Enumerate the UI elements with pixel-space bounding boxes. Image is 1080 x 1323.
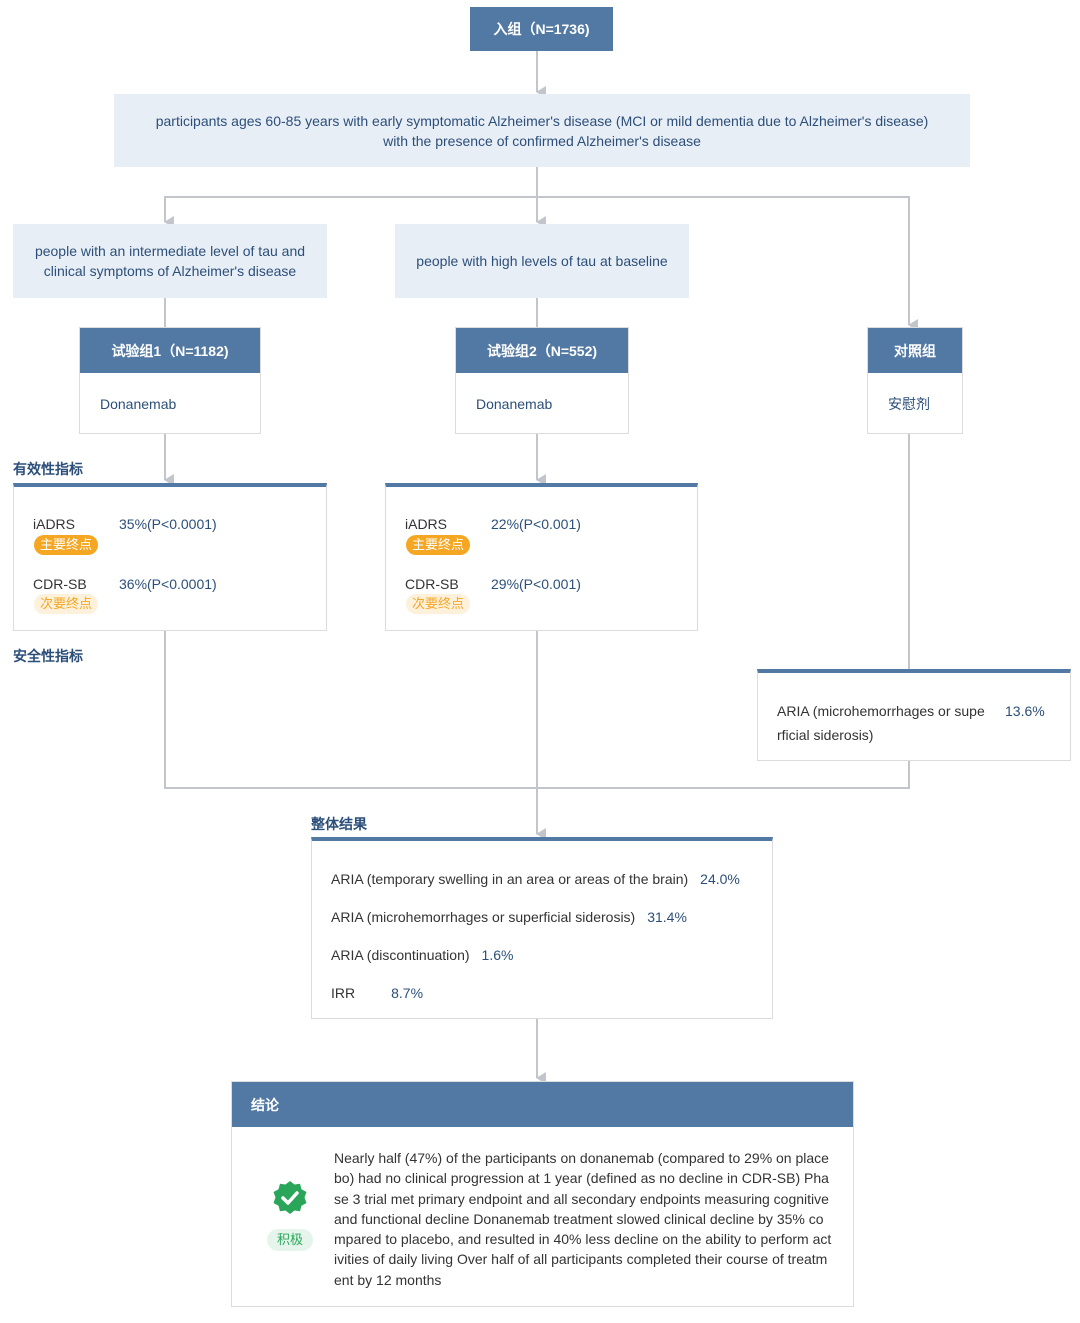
control-safety-value: 13.6% xyxy=(1005,703,1045,719)
overall-item: ARIA (temporary swelling in an area or a… xyxy=(331,871,740,887)
control-safety-line-1: ARIA (microhemorrhages or supe xyxy=(777,703,985,719)
efficacy-panel-1: iADRS 35%(P<0.0001) 主要终点 CDR-SB 36%(P<0.… xyxy=(13,483,327,631)
overall-item: ARIA (microhemorrhages or superficial si… xyxy=(331,909,687,925)
metric-value: 22%(P<0.001) xyxy=(491,516,581,532)
group-control-intervention: 安慰剂 xyxy=(888,396,930,412)
group-2-title: 试验组2（N=552) xyxy=(456,328,628,373)
subpopulation-1-line-1: people with an intermediate level of tau… xyxy=(34,243,306,259)
conclusion-card: 结论 积极 Nearly half (47%) of the participa… xyxy=(231,1081,854,1307)
group-2-intervention: Donanemab xyxy=(476,396,553,412)
group-control-title: 对照组 xyxy=(868,328,962,373)
metric-name: CDR-SB xyxy=(405,576,459,592)
overall-item-label: ARIA (temporary swelling in an area or a… xyxy=(331,871,689,887)
efficacy-label: 有效性指标 xyxy=(13,461,83,477)
conclusion-text: Nearly half (47%) of the participants on… xyxy=(334,1150,832,1288)
positive-check-icon xyxy=(273,1181,307,1214)
metric-value: 36%(P<0.0001) xyxy=(119,576,217,592)
safety-label: 安全性指标 xyxy=(13,648,83,664)
subpopulation-1-box: people with an intermediate level of tau… xyxy=(13,224,327,298)
group-1-title: 试验组1（N=1182) xyxy=(80,328,260,373)
metric-value: 29%(P<0.001) xyxy=(491,576,581,592)
overall-item: ARIA (discontinuation) 1.6% xyxy=(331,947,513,963)
primary-endpoint-badge: 主要终点 xyxy=(406,535,471,555)
overall-panel: ARIA (temporary swelling in an area or a… xyxy=(311,837,773,1019)
secondary-endpoint-badge: 次要终点 xyxy=(34,594,99,614)
overall-item-label: ARIA (discontinuation) xyxy=(331,947,470,963)
subpopulation-1-line-2: clinical symptoms of Alzheimer's disease xyxy=(43,263,297,279)
subpopulation-2-line-1: people with high levels of tau at baseli… xyxy=(416,253,668,269)
subpopulation-2-box: people with high levels of tau at baseli… xyxy=(395,224,689,298)
control-safety-panel: ARIA (microhemorrhages or supe rficial s… xyxy=(757,669,1071,761)
population-box: participants ages 60-85 years with early… xyxy=(114,94,970,167)
overall-item-value: 24.0% xyxy=(700,871,740,887)
enrollment-label: 入组（N=1736) xyxy=(493,21,590,37)
group-card-control: 对照组 安慰剂 xyxy=(867,327,963,434)
metric-name: iADRS xyxy=(405,516,448,532)
efficacy-panel-2: iADRS 22%(P<0.001) 主要终点 CDR-SB 29%(P<0.0… xyxy=(385,483,698,631)
overall-item-label: ARIA (microhemorrhages or superficial si… xyxy=(331,909,636,925)
metric-name: iADRS xyxy=(33,516,76,532)
group-card-1: 试验组1（N=1182) Donanemab xyxy=(79,327,261,434)
overall-item-label: IRR xyxy=(331,985,356,1001)
overall-item: IRR 8.7% xyxy=(331,985,423,1001)
metric-name: CDR-SB xyxy=(33,576,87,592)
control-safety-item: ARIA (microhemorrhages or supe rficial s… xyxy=(777,699,985,747)
secondary-endpoint-badge: 次要终点 xyxy=(406,594,471,614)
overall-label: 整体结果 xyxy=(311,816,367,832)
group-1-intervention: Donanemab xyxy=(100,396,177,412)
overall-item-value: 8.7% xyxy=(391,985,424,1001)
overall-item-value: 1.6% xyxy=(481,947,514,963)
group-card-2: 试验组2（N=552) Donanemab xyxy=(455,327,629,434)
population-line-1: participants ages 60-85 years with early… xyxy=(155,112,929,129)
control-safety-line-2: rficial siderosis) xyxy=(777,727,874,743)
metric-value: 35%(P<0.0001) xyxy=(119,516,217,532)
overall-item-value: 31.4% xyxy=(647,909,687,925)
enrollment-box: 入组（N=1736) xyxy=(470,7,613,51)
population-line-2: with the presence of confirmed Alzheimer… xyxy=(383,132,701,149)
positive-badge: 积极 xyxy=(267,1229,314,1251)
conclusion-title: 结论 xyxy=(232,1082,853,1127)
primary-endpoint-badge: 主要终点 xyxy=(34,535,99,555)
